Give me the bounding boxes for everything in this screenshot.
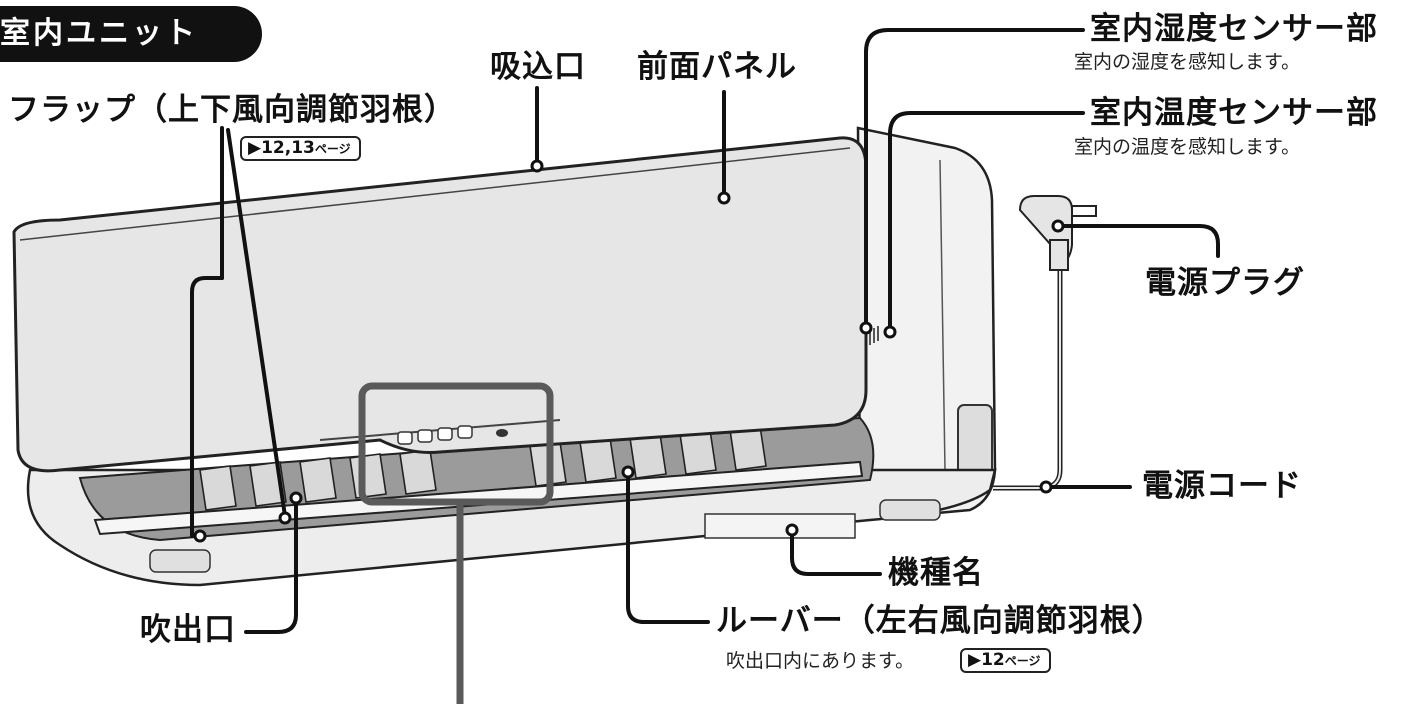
power-plug-neck: [1049, 239, 1069, 271]
label-intake: 吸込口: [490, 49, 586, 85]
side-groove: [939, 159, 946, 471]
label-model-name: 機種名: [888, 555, 984, 591]
leader-outlet: [244, 498, 298, 634]
leader-louver: [626, 472, 710, 624]
indicator-lamps: [397, 425, 473, 445]
dot-power-plug: [1051, 219, 1065, 233]
dot-flap: [278, 511, 292, 525]
label-flap: フラップ（上下風向調節羽根）: [8, 92, 456, 128]
display-highlight-box: [358, 382, 554, 506]
louver-desc: 吹出口内にあります。: [726, 650, 915, 672]
power-cord-wire-inner: [993, 270, 1061, 489]
leader-flap-2: [226, 128, 287, 518]
humidity-sensor-desc: 室内の湿度を感知します。: [1074, 51, 1301, 73]
louver-page-ref-text: ▶12: [968, 650, 1005, 670]
dot-temp-sensor: [883, 325, 897, 339]
remote-receiver: [496, 429, 508, 437]
leader-humidity-sensor: [864, 28, 1085, 328]
label-outlet: 吹出口: [140, 612, 236, 648]
dot-louver: [621, 465, 635, 479]
power-plug-prong: [1071, 205, 1097, 217]
leader-model-name: [790, 530, 882, 576]
flap-page-ref[interactable]: ▶12,13ページ: [240, 136, 361, 161]
section-title: 室内ユニット: [0, 6, 262, 62]
louver-page-ref[interactable]: ▶12ページ: [960, 648, 1051, 673]
label-temp-sensor: 室内温度センサー部: [1090, 95, 1378, 131]
label-louver: ルーバー（左右風向調節羽根）: [716, 603, 1164, 639]
label-front-panel: 前面パネル: [637, 49, 797, 85]
leader-power-plug: [1056, 224, 1220, 258]
label-humidity-sensor: 室内湿度センサー部: [1090, 11, 1378, 47]
dot-power-cord: [1039, 480, 1053, 494]
dot-model-name: [785, 523, 799, 537]
dot-humidity-sensor: [859, 321, 873, 335]
leader-temp-sensor: [888, 111, 1085, 332]
label-power-cord: 電源コード: [1142, 468, 1302, 504]
bottom-vent-left: [149, 549, 211, 573]
dot-front-panel: [717, 191, 731, 205]
front-panel-top-edge: [19, 147, 851, 241]
louver-page-suffix: ページ: [1004, 654, 1041, 668]
flap-page-suffix: ページ: [314, 142, 351, 156]
bottom-vent-right: [879, 499, 941, 521]
dot-outlet: [289, 491, 303, 505]
label-power-plug: 電源プラグ: [1145, 265, 1305, 301]
dot-flap-2: [193, 529, 207, 543]
model-label-plate: [704, 513, 856, 539]
temp-sensor-desc: 室内の温度を感知します。: [1074, 136, 1301, 158]
flap-page-ref-text: ▶12,13: [248, 138, 315, 158]
power-cord-wire: [993, 270, 1063, 491]
side-vent: [957, 404, 993, 476]
front-panel: [12, 136, 868, 473]
leader-flap-3: [190, 276, 224, 538]
dot-intake: [530, 159, 544, 173]
